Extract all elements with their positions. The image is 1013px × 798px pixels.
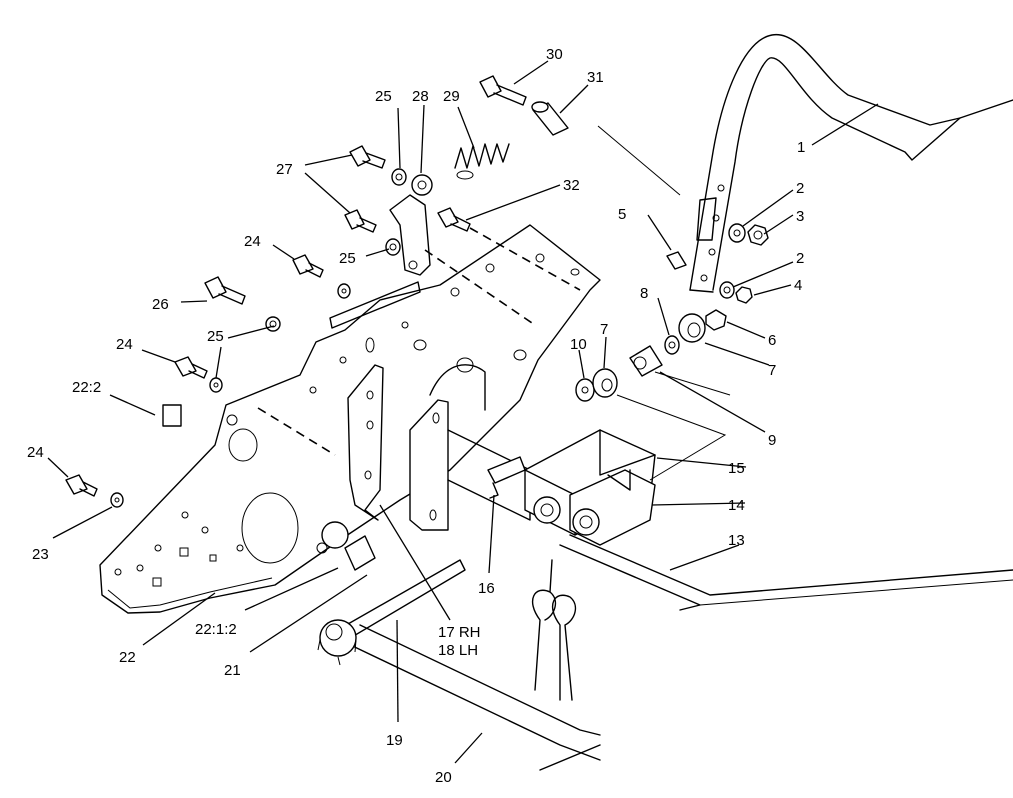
- callout-18-lh: 18 LH: [438, 642, 478, 659]
- callout-2b: 2: [796, 250, 804, 267]
- mounting-bracket: [347, 364, 384, 521]
- bolt-27b: [344, 209, 377, 233]
- callout-22-1-2: 22:1:2: [195, 621, 237, 638]
- cotter-pins: [531, 559, 577, 701]
- callout-21: 21: [224, 662, 241, 679]
- callout-7a: 7: [600, 321, 608, 338]
- bolt-27a: [349, 145, 386, 169]
- callout-25b: 25: [339, 250, 356, 267]
- shafts: [319, 534, 1013, 771]
- bolt-30: [479, 75, 527, 106]
- callout-31: 31: [587, 69, 604, 86]
- handle-bar: [689, 34, 1013, 293]
- callout-1: 1: [797, 139, 805, 156]
- callout-24c: 24: [27, 444, 44, 461]
- bolt-32: [437, 207, 471, 232]
- bolt-24b: [174, 356, 208, 379]
- callout-19: 19: [386, 732, 403, 749]
- callout-2a: 2: [796, 180, 804, 197]
- callout-14: 14: [728, 497, 745, 514]
- callout-16: 16: [478, 580, 495, 597]
- callout-24b: 24: [116, 336, 133, 353]
- bolt-24c: [65, 474, 98, 497]
- callout-27: 27: [276, 161, 293, 178]
- callout-23: 23: [32, 546, 49, 563]
- callout-32: 32: [563, 177, 580, 194]
- callout-13: 13: [728, 532, 745, 549]
- bolt-24a: [292, 254, 324, 278]
- callout-15: 15: [728, 460, 745, 477]
- callout-20: 20: [435, 769, 452, 786]
- callout-10: 10: [570, 336, 587, 353]
- callout-8: 8: [640, 285, 648, 302]
- bolt-26: [204, 276, 246, 305]
- plug-22-2: [162, 404, 182, 427]
- callout-5: 5: [618, 206, 626, 223]
- callout-22-2: 22:2: [72, 379, 101, 396]
- callout-7b: 7: [768, 362, 776, 379]
- callout-25a: 25: [375, 88, 392, 105]
- callout-25c: 25: [207, 328, 224, 345]
- leader-lines: [47, 60, 879, 764]
- gear: [317, 619, 357, 666]
- callout-30: 30: [546, 46, 563, 63]
- callout-26: 26: [152, 296, 169, 313]
- callout-6: 6: [768, 332, 776, 349]
- callout-17-rh: 17 RH: [438, 624, 481, 641]
- callout-28: 28: [412, 88, 429, 105]
- callout-29: 29: [443, 88, 460, 105]
- pivot-blocks: [524, 429, 656, 546]
- callout-labels: 1 2 3 2 4 5 6 7 7 8 9 10 13 14 15 16 17 …: [27, 46, 805, 786]
- callout-22: 22: [119, 649, 136, 666]
- lever-arm: [389, 174, 433, 276]
- callout-24a: 24: [244, 233, 261, 250]
- callout-9: 9: [768, 432, 776, 449]
- spring: [454, 143, 510, 180]
- callout-3: 3: [796, 208, 804, 225]
- callout-4: 4: [794, 277, 802, 294]
- spacers: [316, 101, 706, 571]
- nuts: [705, 224, 769, 331]
